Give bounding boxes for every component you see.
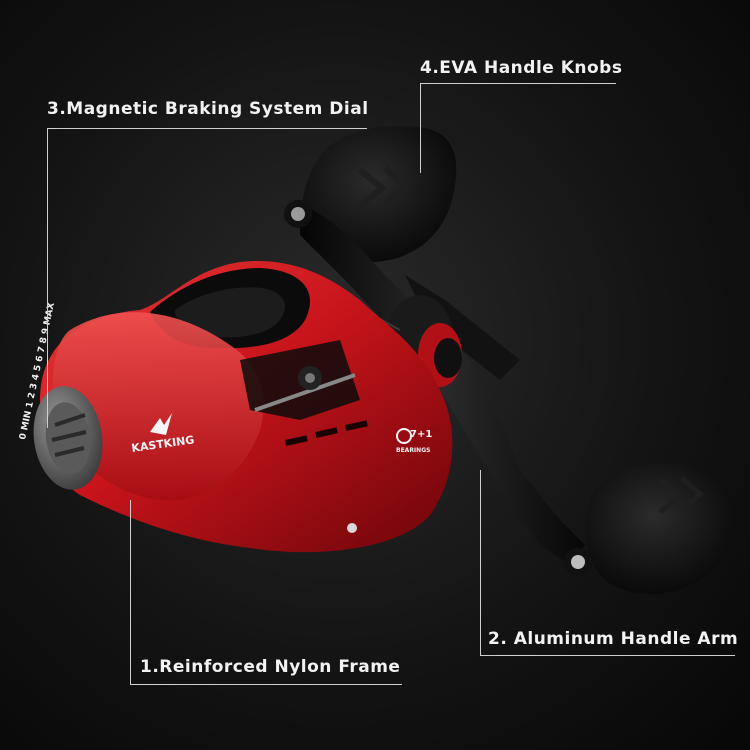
callout-line-1-horizontal [130, 684, 402, 685]
callout-line-4-vertical [420, 83, 421, 173]
lower-eva-knob [585, 463, 737, 595]
callout-line-2-vertical [480, 470, 481, 656]
callout-line-3-horizontal [47, 128, 367, 129]
reel-frame [40, 260, 453, 553]
bearings-badge: 7+1 BEARINGS [396, 428, 432, 454]
eva-handle-knobs-callout: 4.EVA Handle Knobs [420, 58, 623, 78]
aluminum-handle-arm-callout: 2. Aluminum Handle Arm [488, 629, 739, 649]
callout-line-3-vertical [47, 128, 48, 428]
callout-line-4-horizontal [420, 83, 616, 84]
bearings-label: BEARINGS [396, 447, 430, 454]
upper-eva-knob [301, 125, 457, 263]
callout-line-2-horizontal [480, 655, 735, 656]
callout-line-1-vertical [130, 500, 131, 685]
magnetic-braking-callout: 3.Magnetic Braking System Dial [47, 99, 369, 119]
bearings-number: 7+1 [410, 429, 432, 440]
reinforced-nylon-frame-callout: 1.Reinforced Nylon Frame [140, 657, 401, 677]
